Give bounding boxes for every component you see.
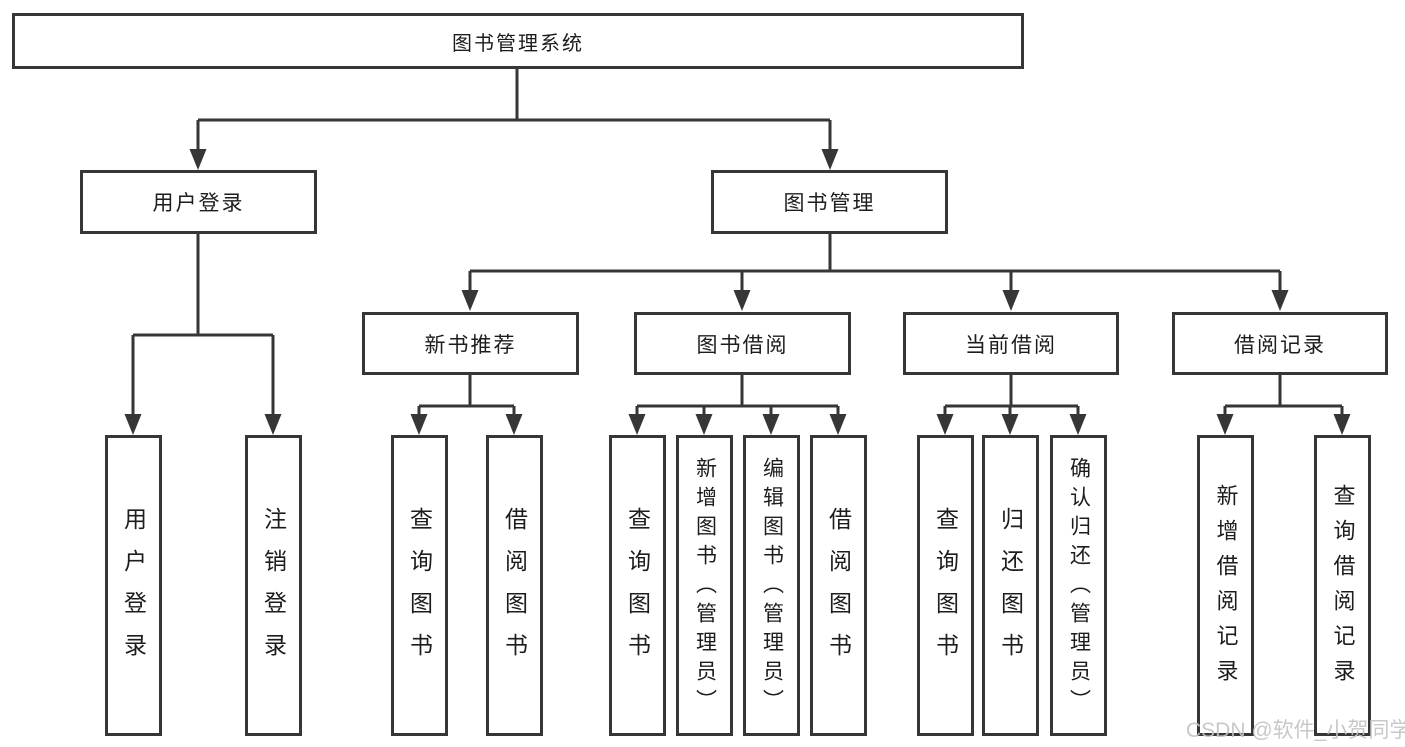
leaf-add-borrow-record: 新增借阅记录 [1197, 435, 1254, 736]
node-label: 借阅记录 [1234, 333, 1326, 357]
leaf-label: 查询借阅记录 [1330, 484, 1356, 694]
node-new-book-recommendation: 新书推荐 [362, 312, 579, 375]
node-label: 图书借阅 [696, 333, 789, 357]
leaf-logout-login: 注销登录 [245, 435, 302, 736]
leaf-label: 查询图书 [624, 506, 651, 675]
node-label: 图书管理 [783, 192, 876, 215]
node-label: 新书推荐 [424, 333, 517, 357]
node-label: 图书管理系统 [452, 32, 584, 55]
node-current-borrowing: 当前借阅 [903, 312, 1119, 375]
leaf-label: 注销登录 [260, 506, 287, 675]
leaf-label: 查询图书 [406, 506, 433, 675]
leaf-label: 借阅图书 [825, 506, 852, 675]
node-user-login: 用户登录 [80, 170, 317, 234]
leaf-label: 新增借阅记录 [1213, 484, 1239, 694]
leaf-label: 新增图书（管理员） [693, 457, 717, 718]
leaf-return-books: 归还图书 [982, 435, 1039, 736]
leaf-label: 查询图书 [932, 506, 959, 675]
leaf-label: 借阅图书 [501, 506, 528, 675]
node-book-management: 图书管理 [711, 170, 948, 234]
leaf-label: 归还图书 [997, 506, 1024, 675]
node-borrowing-records: 借阅记录 [1172, 312, 1388, 375]
node-book-borrowing: 图书借阅 [634, 312, 851, 375]
leaf-add-books-admin: 新增图书（管理员） [676, 435, 733, 736]
leaf-label: 编辑图书（管理员） [760, 457, 784, 718]
node-book-management-system: 图书管理系统 [12, 13, 1024, 69]
node-label: 用户登录 [152, 192, 245, 215]
leaf-borrow-books-borrowing: 借阅图书 [810, 435, 867, 736]
leaf-query-books-current: 查询图书 [917, 435, 974, 736]
leaf-query-borrow-record: 查询借阅记录 [1314, 435, 1371, 736]
leaf-query-books-borrowing: 查询图书 [609, 435, 666, 736]
leaf-edit-books-admin: 编辑图书（管理员） [743, 435, 800, 736]
leaf-user-login: 用户登录 [105, 435, 162, 736]
leaf-query-books-recommend: 查询图书 [391, 435, 448, 736]
leaf-label: 确认归还（管理员） [1067, 457, 1091, 718]
node-label: 当前借阅 [965, 333, 1057, 357]
leaf-confirm-return-admin: 确认归还（管理员） [1050, 435, 1107, 736]
leaf-label: 用户登录 [120, 506, 147, 675]
leaf-borrow-books-recommend: 借阅图书 [486, 435, 543, 736]
